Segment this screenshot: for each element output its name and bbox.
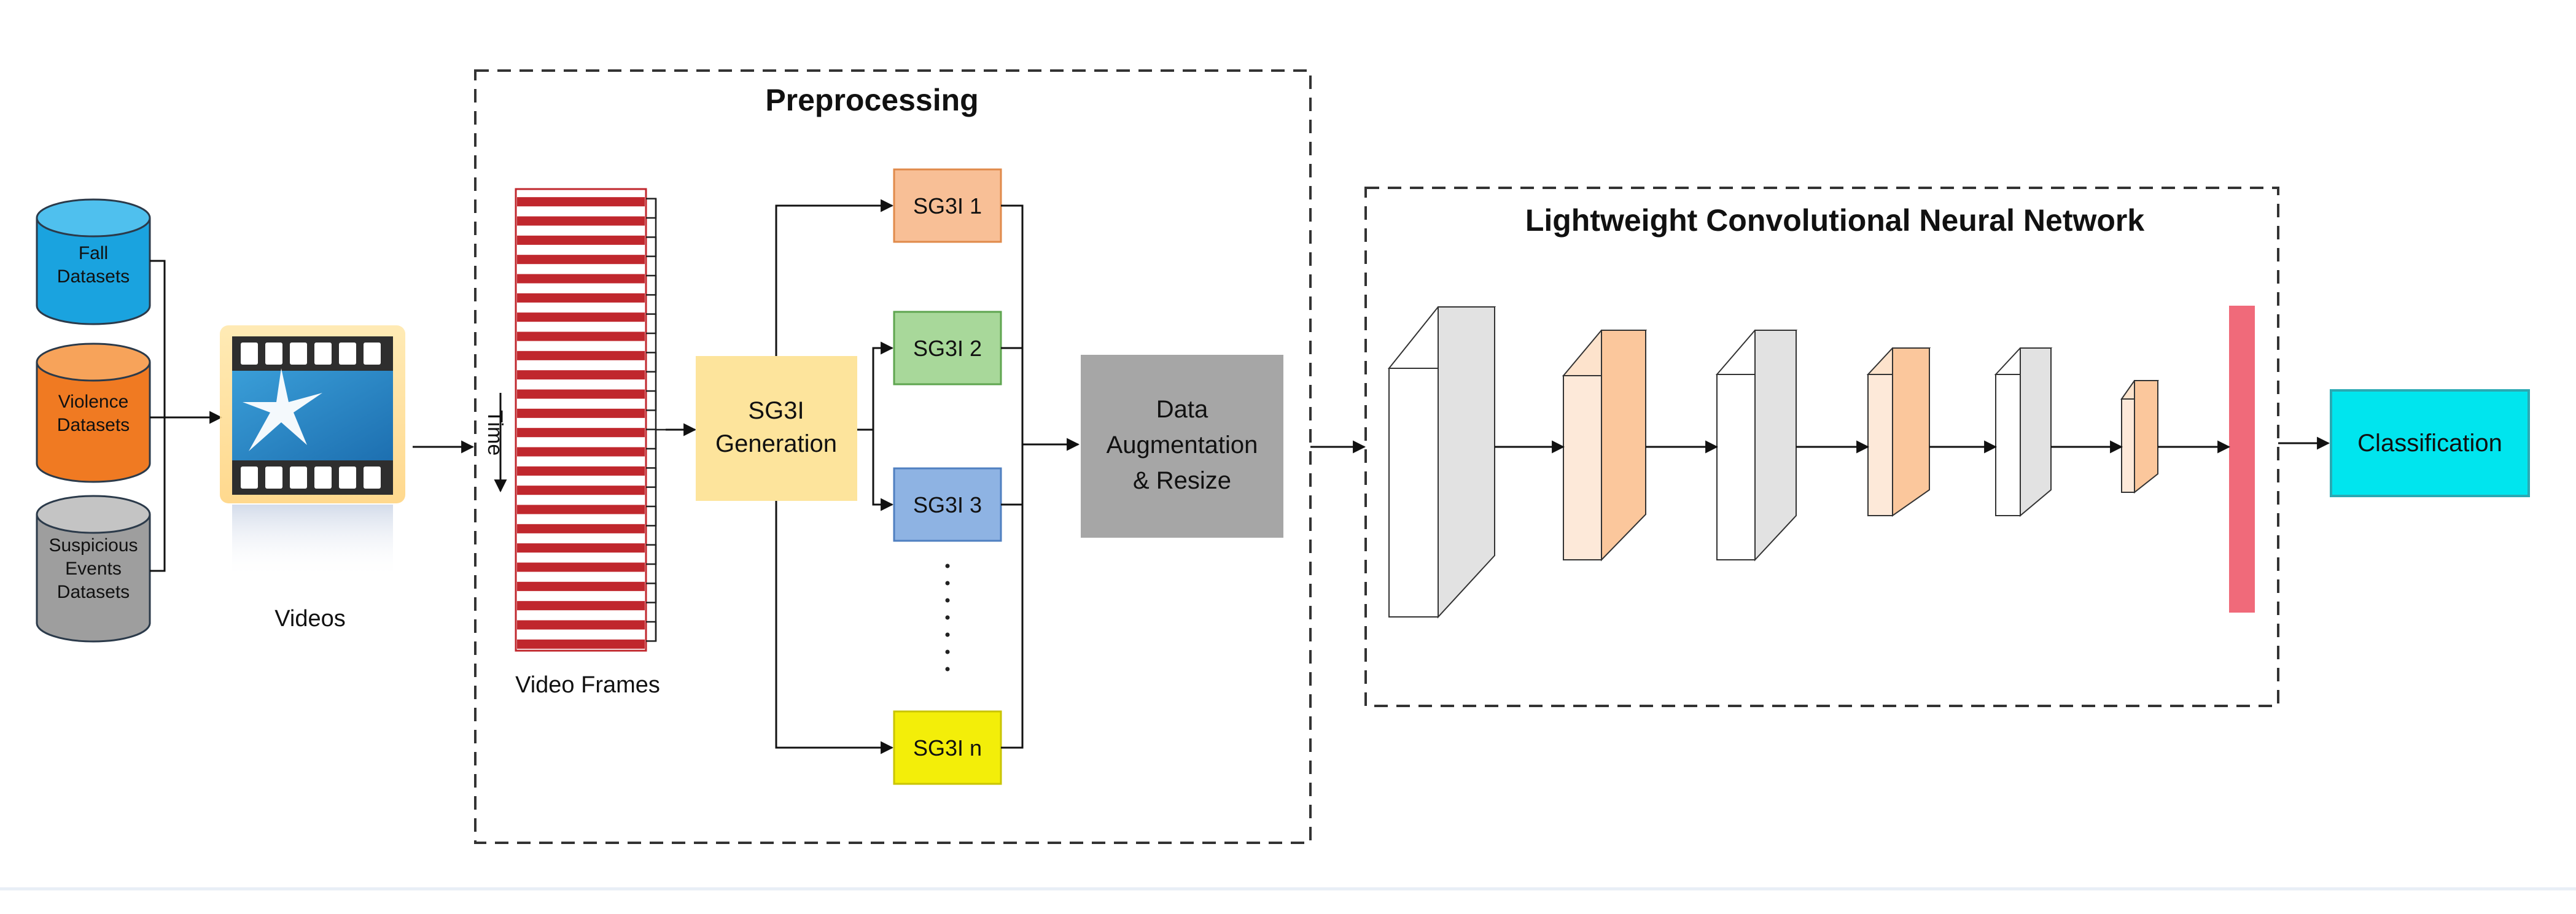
frame-stripe xyxy=(517,408,645,418)
dataset-suspicious-line1: Suspicious xyxy=(49,535,138,556)
dataset-violence-line2: Datasets xyxy=(57,415,130,435)
classification-box xyxy=(2330,389,2530,497)
time-label: Time xyxy=(483,410,507,455)
frame-stripe xyxy=(517,543,645,553)
frame-stripe xyxy=(517,255,645,265)
frame-stripe xyxy=(517,601,645,611)
sg3i-generation-line2: Generation xyxy=(715,430,837,457)
augmentation-line1: Data xyxy=(1156,396,1208,423)
cnn-layer-2 xyxy=(1562,330,1648,562)
cnn-box xyxy=(1364,187,2279,707)
frame-stripe xyxy=(517,428,645,438)
dataset-suspicious-cylinder: Suspicious Events Datasets xyxy=(36,495,151,643)
dataset-fall-cylinder: Fall Datasets xyxy=(36,198,151,325)
video-frames-label: Video Frames xyxy=(515,672,660,698)
frame-stripe xyxy=(517,350,645,360)
sg3i-1-box xyxy=(893,168,1002,243)
frame-stripe xyxy=(517,312,645,322)
dataset-fall-line1: Fall xyxy=(79,243,108,263)
frame-stripe xyxy=(517,639,645,649)
frame-stripe xyxy=(517,524,645,533)
frame-tick xyxy=(646,236,657,257)
sg3i-generation-line1: SG3I xyxy=(748,397,804,424)
cnn-layer-1 xyxy=(1387,306,1496,619)
cnn-layer-6 xyxy=(2120,380,2159,494)
frame-stripe xyxy=(517,389,645,399)
videos-label: Videos xyxy=(274,606,346,632)
cnn-layer-3 xyxy=(1715,330,1798,562)
data-augmentation-box xyxy=(1081,355,1283,538)
frame-stripe xyxy=(517,466,645,476)
sg3i-1-label: SG3I 1 xyxy=(913,193,982,219)
frame-stripe xyxy=(517,370,645,380)
dataset-suspicious-line2: Events xyxy=(65,559,122,579)
cnn-title: Lightweight Convolutional Neural Network xyxy=(1525,203,2145,238)
preprocessing-title: Preprocessing xyxy=(765,83,978,117)
frame-stripe xyxy=(517,486,645,495)
frame-stripe xyxy=(517,197,645,207)
frame-tick xyxy=(646,621,657,642)
cnn-layer-4 xyxy=(1866,347,1931,517)
frame-tick xyxy=(646,390,657,411)
sg3i-2-box xyxy=(893,311,1002,385)
classification-label: Classification xyxy=(2357,430,2502,457)
dataset-violence-cylinder: Violence Datasets xyxy=(36,343,151,483)
frame-tick xyxy=(646,544,657,565)
dataset-merge-connector xyxy=(150,260,223,572)
frame-tick xyxy=(646,505,657,527)
preprocessing-box xyxy=(474,69,1312,844)
frame-tick xyxy=(646,583,657,603)
frame-tick xyxy=(646,313,657,335)
video-film-icon xyxy=(220,325,405,578)
frame-tick xyxy=(646,467,657,488)
frame-tick xyxy=(646,274,657,296)
frame-tick xyxy=(646,352,657,373)
augmentation-line3: & Resize xyxy=(1133,467,1231,494)
ellipsis-dots xyxy=(945,564,950,672)
frame-stripe xyxy=(517,505,645,514)
frame-stripe xyxy=(517,216,645,226)
sg3i-merge-lines xyxy=(1001,204,1080,749)
dataset-violence-line1: Violence xyxy=(58,392,129,412)
dataset-suspicious-line3: Datasets xyxy=(57,582,130,602)
frame-stripe xyxy=(517,274,645,284)
frame-stripe xyxy=(517,620,645,630)
sg3i-n-box xyxy=(893,710,1002,785)
sg3i-2-label: SG3I 2 xyxy=(913,336,982,361)
cnn-layer-5 xyxy=(1994,347,2053,517)
augmentation-line2: Augmentation xyxy=(1107,432,1258,459)
generation-branch-lines xyxy=(775,199,894,754)
frame-tick xyxy=(646,428,657,450)
frame-tick xyxy=(646,198,657,219)
sg3i-3-box xyxy=(893,467,1002,542)
frame-stripe xyxy=(517,581,645,591)
dataset-fall-line2: Datasets xyxy=(57,266,130,287)
video-frames-stack xyxy=(515,188,666,652)
frame-stripe xyxy=(517,562,645,572)
sg3i-generation-box xyxy=(696,356,857,501)
sg3i-n-label: SG3I n xyxy=(913,735,982,761)
frame-stripe xyxy=(517,331,645,341)
frame-stripe xyxy=(517,293,645,303)
frame-stripe xyxy=(517,235,645,245)
frame-stripe xyxy=(517,447,645,457)
sg3i-3-label: SG3I 3 xyxy=(913,492,982,517)
dense-layer xyxy=(2229,306,2255,613)
